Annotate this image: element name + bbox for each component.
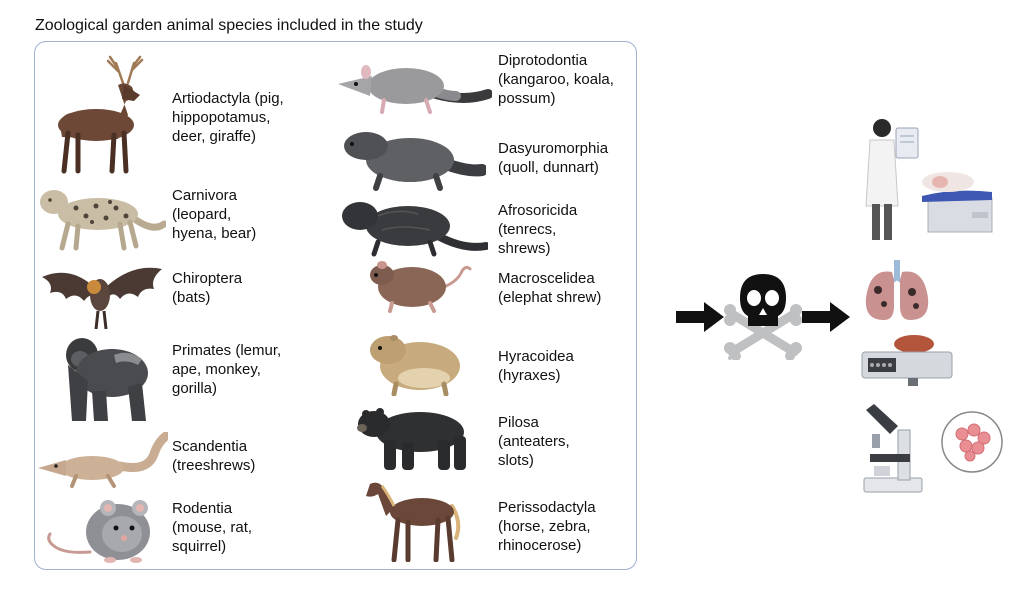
rat-icon xyxy=(44,494,156,570)
bear-icon xyxy=(354,404,476,472)
lungs-icon xyxy=(864,258,930,324)
label-perissodactyla: Perissodactyla (horse, zebra, rhinoceros… xyxy=(498,499,596,554)
label-hyracoidea: Hyracoidea (hyraxes) xyxy=(498,348,574,384)
label-macroscelidea: Macroscelidea (elephat shrew) xyxy=(498,270,602,306)
species-panel xyxy=(34,41,637,570)
arrow-icon xyxy=(676,302,724,332)
deer-icon xyxy=(48,55,158,177)
elephant-shrew-icon xyxy=(362,255,472,313)
veterinarian-icon xyxy=(862,116,994,242)
scale-icon xyxy=(860,332,954,388)
label-carnivora: Carnivora (leopard, hyena, bear) xyxy=(172,187,257,242)
tenrec-icon xyxy=(338,196,488,258)
horse-icon xyxy=(364,476,464,562)
skull-crossbones-icon xyxy=(724,268,802,360)
label-artiodactyla: Artiodactyla (pig, hippopotamus, deer, g… xyxy=(172,90,284,145)
possum-icon xyxy=(336,58,492,114)
label-rodentia: Rodentia (mouse, rat, squirrel) xyxy=(172,500,253,555)
quoll-icon xyxy=(336,124,486,192)
arrow-icon xyxy=(802,302,850,332)
label-afrosoricida: Afrosoricida (tenrecs, shrews) xyxy=(498,202,578,257)
microscope-icon xyxy=(858,404,1004,494)
figure-title: Zoological garden animal species include… xyxy=(35,17,423,34)
gorilla-icon xyxy=(58,335,152,423)
label-primates: Primates (lemur, ape, monkey, gorilla) xyxy=(172,342,282,397)
label-chiroptera: Chiroptera (bats) xyxy=(172,270,243,306)
label-pilosa: Pilosa (anteaters, slots) xyxy=(498,414,570,469)
bat-icon xyxy=(40,257,164,331)
label-scandentia: Scandentia (treeshrews) xyxy=(172,438,256,474)
label-diprotodontia: Diprotodontia (kangaroo, koala, possum) xyxy=(498,52,614,107)
leopard-icon xyxy=(36,180,166,252)
hyrax-icon xyxy=(366,328,466,396)
treeshrew-icon xyxy=(36,432,168,490)
label-dasyuromorphia: Dasyuromorphia (quoll, dunnart) xyxy=(498,140,609,176)
